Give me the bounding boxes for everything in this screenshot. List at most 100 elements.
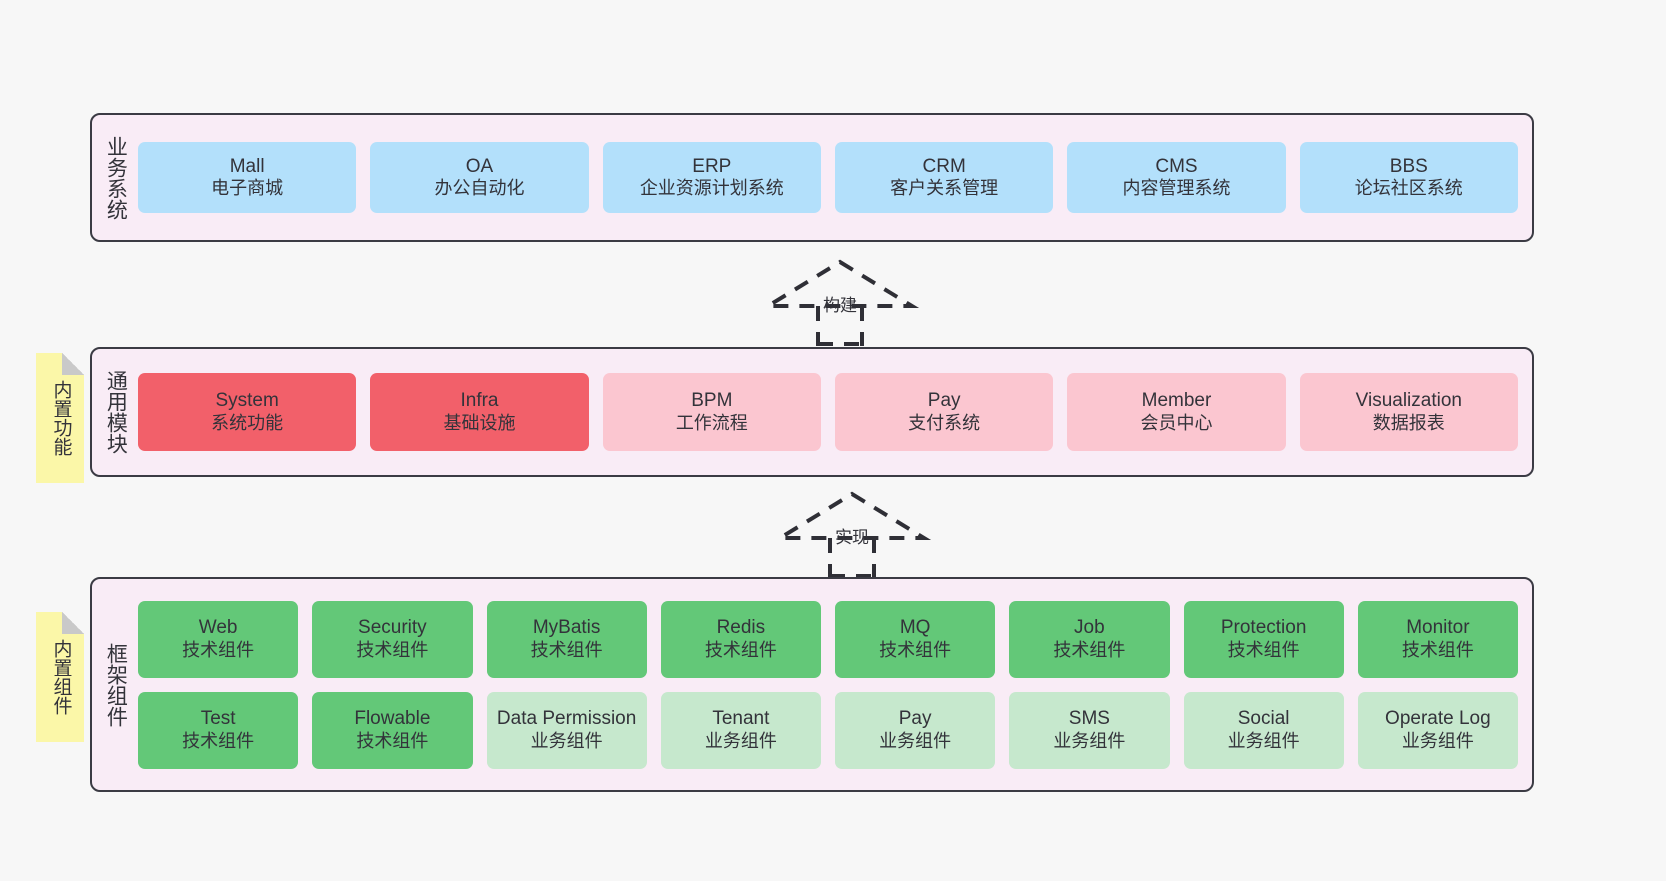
card-mall[interactable]: Mall 电子商城: [138, 142, 357, 213]
card-mybatis-en: MyBatis: [532, 617, 601, 639]
common-modules-row: System 系统功能 Infra 基础设施 BPM 工作流程 Pay 支付系统…: [138, 373, 1518, 451]
card-mq-en: MQ: [899, 617, 931, 639]
card-crm[interactable]: CRM 客户关系管理: [834, 142, 1054, 213]
card-oa-cn: 办公自动化: [434, 178, 525, 199]
card-data-permission-en: Data Permission: [496, 708, 637, 730]
layer-common-modules: 通用模块 System 系统功能 Infra 基础设施 BPM 工作流程 Pay…: [90, 347, 1534, 477]
card-monitor[interactable]: Monitor 技术组件: [1357, 600, 1518, 678]
layer-common-modules-body: System 系统功能 Infra 基础设施 BPM 工作流程 Pay 支付系统…: [138, 349, 1532, 475]
card-tenant-en: Tenant: [712, 708, 770, 730]
card-security[interactable]: Security 技术组件: [312, 600, 473, 678]
layer-business-systems-title: 业务系统: [104, 135, 128, 220]
card-visualization[interactable]: Visualization 数据报表: [1299, 373, 1518, 451]
framework-tech-row: Web 技术组件 Security 技术组件 MyBatis 技术组件 Redi…: [138, 600, 1518, 678]
card-monitor-en: Monitor: [1406, 617, 1470, 639]
card-web[interactable]: Web 技术组件: [138, 600, 299, 678]
card-operate-log-en: Operate Log: [1385, 708, 1491, 730]
card-bpm[interactable]: BPM 工作流程: [602, 373, 821, 451]
card-mall-en: Mall: [229, 155, 265, 177]
connector-build: 构建: [760, 258, 920, 346]
card-erp-en: ERP: [692, 155, 732, 177]
card-mybatis-cn: 技术组件: [530, 639, 603, 660]
card-bbs[interactable]: BBS 论坛社区系统: [1299, 142, 1518, 213]
card-sms[interactable]: SMS 业务组件: [1009, 691, 1170, 769]
note-builtin-function-label: 内置功能: [50, 380, 72, 456]
card-web-en: Web: [198, 617, 238, 639]
card-security-en: Security: [358, 617, 427, 639]
note-builtin-component-label: 内置组件: [50, 639, 72, 715]
card-pay-component[interactable]: Pay 业务组件: [835, 691, 996, 769]
card-operate-log[interactable]: Operate Log 业务组件: [1357, 691, 1518, 769]
card-infra-en: Infra: [460, 390, 499, 412]
card-test[interactable]: Test 技术组件: [138, 691, 299, 769]
card-data-permission[interactable]: Data Permission 业务组件: [486, 691, 647, 769]
card-flowable-cn: 技术组件: [356, 730, 429, 751]
card-erp[interactable]: ERP 企业资源计划系统: [602, 142, 821, 213]
card-erp-cn: 企业资源计划系统: [639, 178, 784, 199]
note-builtin-component: 内置组件: [36, 612, 84, 742]
card-social-cn: 业务组件: [1227, 730, 1300, 751]
card-pay-component-cn: 业务组件: [879, 730, 952, 751]
card-social-en: Social: [1237, 708, 1290, 730]
card-job[interactable]: Job 技术组件: [1009, 600, 1170, 678]
card-mall-cn: 电子商城: [211, 178, 284, 199]
card-pay-module-en: Pay: [927, 390, 961, 412]
card-system-cn: 系统功能: [211, 412, 284, 433]
card-protection[interactable]: Protection 技术组件: [1183, 600, 1344, 678]
layer-business-systems: 业务系统 Mall 电子商城 OA 办公自动化 ERP 企业资源计划系统 CRM…: [90, 113, 1534, 242]
card-protection-cn: 技术组件: [1227, 639, 1300, 660]
note-fold-icon: [62, 353, 84, 375]
card-sms-cn: 业务组件: [1053, 730, 1126, 751]
card-tenant-cn: 业务组件: [704, 730, 777, 751]
generalization-arrow-icon: [760, 259, 920, 346]
card-flowable[interactable]: Flowable 技术组件: [312, 691, 473, 769]
card-mq[interactable]: MQ 技术组件: [835, 600, 996, 678]
card-mybatis[interactable]: MyBatis 技术组件: [486, 600, 647, 678]
card-pay-module[interactable]: Pay 支付系统: [834, 373, 1054, 451]
card-system-en: System: [215, 390, 279, 412]
layer-framework-components: 框架组件 Web 技术组件 Security 技术组件 MyBatis 技术组件…: [90, 577, 1534, 792]
card-redis[interactable]: Redis 技术组件: [660, 600, 821, 678]
card-social[interactable]: Social 业务组件: [1183, 691, 1344, 769]
card-flowable-en: Flowable: [354, 708, 431, 730]
card-system[interactable]: System 系统功能: [138, 373, 357, 451]
card-test-en: Test: [200, 708, 236, 730]
card-cms-cn: 内容管理系统: [1122, 178, 1231, 199]
card-bpm-en: BPM: [691, 390, 733, 412]
card-job-cn: 技术组件: [1053, 639, 1126, 660]
card-pay-module-cn: 支付系统: [908, 412, 981, 433]
card-security-cn: 技术组件: [356, 639, 429, 660]
layer-framework-components-body: Web 技术组件 Security 技术组件 MyBatis 技术组件 Redi…: [138, 579, 1532, 790]
card-oa-en: OA: [465, 155, 494, 177]
card-visualization-cn: 数据报表: [1372, 412, 1445, 433]
card-member-en: Member: [1141, 390, 1212, 412]
card-redis-en: Redis: [716, 617, 766, 639]
card-cms-en: CMS: [1155, 155, 1198, 177]
connector-implement-label: 实现: [835, 528, 869, 547]
layer-common-modules-title: 通用模块: [104, 370, 128, 454]
card-bbs-en: BBS: [1389, 155, 1428, 177]
card-bbs-cn: 论坛社区系统: [1354, 178, 1463, 199]
note-builtin-function: 内置功能: [36, 353, 84, 483]
connector-build-label: 构建: [823, 296, 857, 315]
business-systems-row: Mall 电子商城 OA 办公自动化 ERP 企业资源计划系统 CRM 客户关系…: [138, 142, 1518, 213]
card-tenant[interactable]: Tenant 业务组件: [660, 691, 821, 769]
card-oa[interactable]: OA 办公自动化: [370, 142, 589, 213]
card-member[interactable]: Member 会员中心: [1067, 373, 1286, 451]
card-pay-component-en: Pay: [898, 708, 932, 730]
card-monitor-cn: 技术组件: [1401, 639, 1474, 660]
layer-business-systems-body: Mall 电子商城 OA 办公自动化 ERP 企业资源计划系统 CRM 客户关系…: [138, 115, 1532, 240]
generalization-arrow-icon: [772, 491, 932, 578]
card-redis-cn: 技术组件: [704, 639, 777, 660]
connector-implement: 实现: [772, 490, 932, 578]
card-mq-cn: 技术组件: [879, 639, 952, 660]
card-web-cn: 技术组件: [182, 639, 255, 660]
card-visualization-en: Visualization: [1355, 390, 1462, 412]
card-infra[interactable]: Infra 基础设施: [370, 373, 589, 451]
card-data-permission-cn: 业务组件: [530, 730, 603, 751]
card-job-en: Job: [1074, 617, 1105, 639]
card-member-cn: 会员中心: [1140, 412, 1213, 433]
note-fold-icon: [62, 612, 84, 634]
card-cms[interactable]: CMS 内容管理系统: [1067, 142, 1286, 213]
